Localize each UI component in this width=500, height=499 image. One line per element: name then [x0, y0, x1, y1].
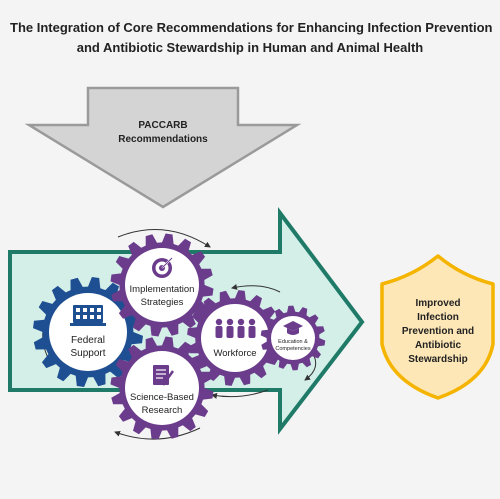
- outcome-line-1: Improved: [415, 298, 460, 309]
- science-based-research-label-1: Science-Based: [130, 392, 194, 403]
- federal-support-gear-face: [49, 293, 127, 371]
- people-icon: [215, 318, 256, 338]
- science-based-research-gear-face: [125, 351, 199, 425]
- education-competencies-label-2: Competencies: [275, 346, 310, 352]
- outcome-shield-shape: [380, 254, 495, 400]
- input-arrow: PACCARB Recommendations: [24, 86, 302, 209]
- science-based-research-label-2: Research: [142, 405, 183, 416]
- education-competencies-gear: Education & Competencies: [260, 305, 326, 371]
- federal-support-gear: Federal Support: [33, 277, 143, 387]
- workforce-gear: Workforce: [187, 290, 283, 386]
- implementation-strategies-label-2: Strategies: [141, 297, 184, 308]
- education-competencies-gear-face: [271, 316, 315, 360]
- target-icon: [152, 257, 173, 278]
- flow-arrow-right-top: [231, 284, 281, 293]
- science-based-research-gear: Science-Based Research: [110, 336, 214, 440]
- title-line-2: and Antibiotic Stewardship in Human and …: [76, 40, 424, 55]
- outcome-line-3: Prevention and: [402, 326, 474, 337]
- document-pen-icon: [153, 365, 175, 386]
- implementation-strategies-gear: Implementation Strategies: [110, 233, 214, 337]
- outcome-shield: Improved Infection Prevention and Antibi…: [380, 254, 495, 400]
- federal-support-label-1: Federal: [71, 335, 105, 346]
- flow-arrow-bottom: [211, 389, 269, 399]
- input-arrow-shape: [24, 86, 302, 209]
- workforce-gear-face: [201, 304, 269, 372]
- outcome-line-4: Antibiotic: [415, 340, 462, 351]
- implementation-strategies-gear-face: [125, 248, 199, 322]
- title-line-1: The Integration of Core Recommendations …: [10, 20, 493, 35]
- graduation-cap-icon: [283, 321, 303, 335]
- input-arrow-label-2: Recommendations: [118, 134, 208, 145]
- building-icon: [70, 305, 106, 326]
- flow-arrow-top: [117, 229, 211, 248]
- education-competencies-label-1: Education &: [278, 339, 308, 345]
- workforce-label: Workforce: [213, 348, 256, 359]
- federal-support-label-2: Support: [70, 348, 105, 359]
- outcome-line-2: Infection: [417, 312, 459, 323]
- diagram-title: The Integration of Core Recommendations …: [10, 18, 493, 58]
- implementation-strategies-label-1: Implementation: [130, 284, 195, 295]
- input-arrow-label-1: PACCARB: [138, 120, 187, 131]
- outcome-line-5: Stewardship: [408, 354, 467, 365]
